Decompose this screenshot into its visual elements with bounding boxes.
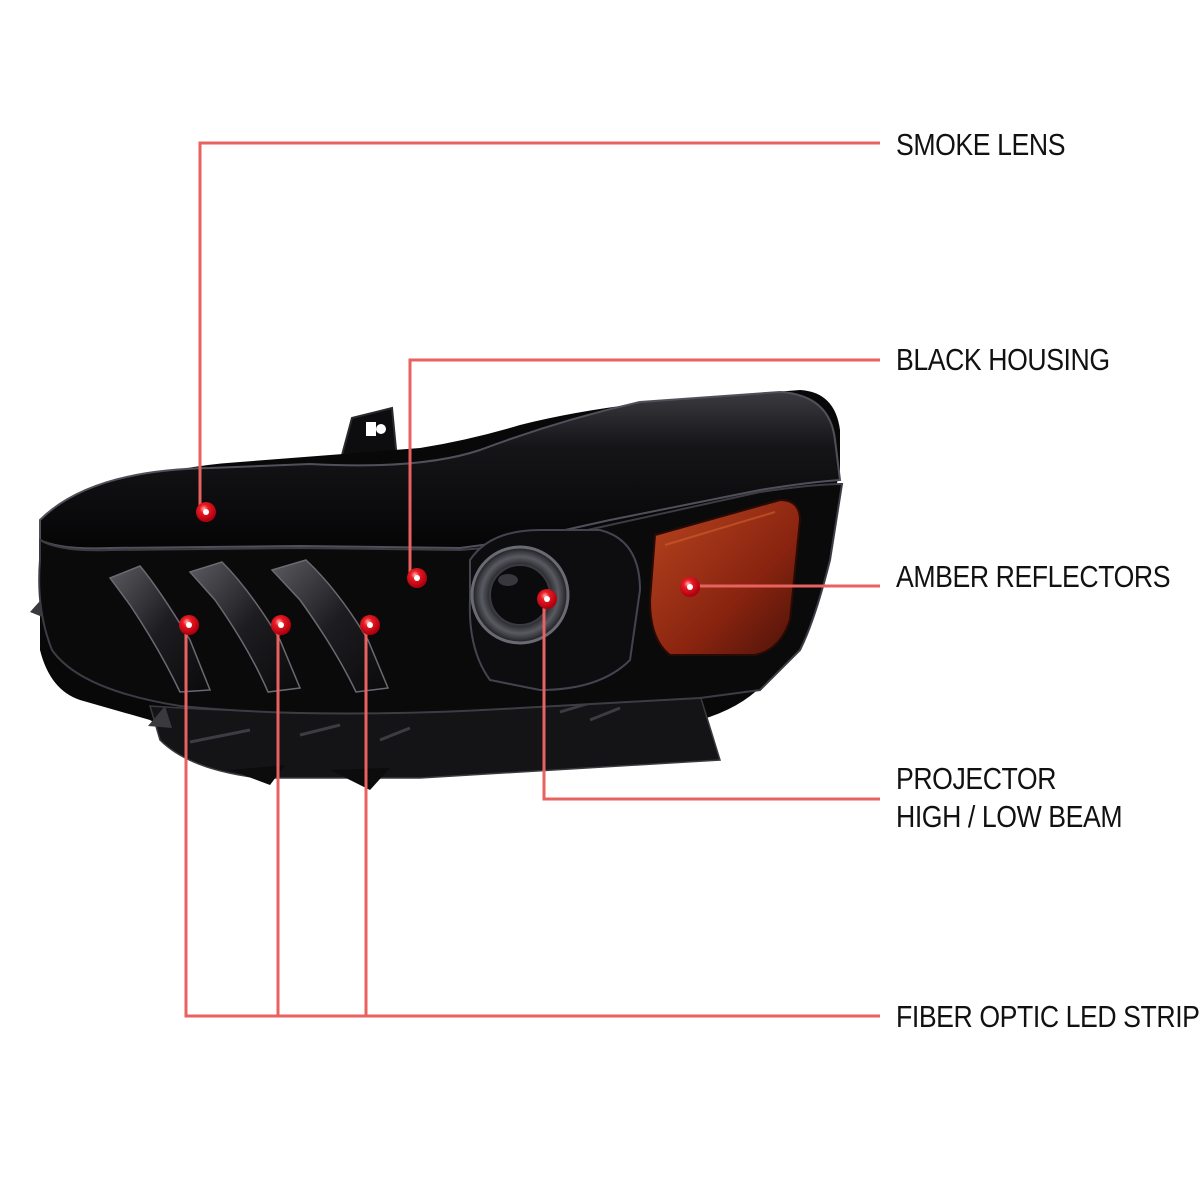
label-projector-line-2: HIGH / LOW BEAM	[896, 799, 1123, 834]
label-fiber-optic-line-1: FIBER OPTIC LED STRIPS	[896, 999, 1200, 1034]
lens-face	[38, 482, 844, 715]
leader-lines	[184, 141, 880, 1018]
label-black-housing: BLACK HOUSING	[896, 341, 1110, 379]
marker-fiber-optic-1	[179, 615, 199, 635]
leader-line-projector	[542, 598, 880, 801]
markers	[179, 502, 700, 635]
led-strip-2	[188, 561, 302, 693]
leader-line-smoke-lens	[198, 141, 880, 510]
marker-projector	[537, 589, 557, 609]
led-strip-3	[270, 559, 390, 693]
label-fiber-optic: FIBER OPTIC LED STRIPS	[896, 998, 1200, 1036]
bracket-hole-round	[376, 424, 386, 434]
bracket-hole	[366, 422, 376, 436]
leader-line-fiber-optic	[184, 625, 880, 1018]
leader-line-black-housing	[408, 358, 880, 577]
label-projector: PROJECTOR HIGH / LOW BEAM	[896, 760, 1123, 836]
label-amber-reflectors: AMBER REFLECTORS	[896, 558, 1171, 596]
label-projector-line-1: PROJECTOR	[896, 761, 1057, 796]
label-smoke-lens: SMOKE LENS	[896, 126, 1065, 164]
marker-fiber-optic-2	[271, 615, 291, 635]
marker-black-housing	[407, 568, 427, 588]
label-smoke-lens-line-1: SMOKE LENS	[896, 127, 1066, 162]
marker-fiber-optic-3	[360, 615, 380, 635]
marker-smoke-lens	[196, 502, 216, 522]
marker-amber-reflectors	[680, 577, 700, 597]
label-amber-reflectors-line-1: AMBER REFLECTORS	[896, 559, 1171, 594]
label-black-housing-line-1: BLACK HOUSING	[896, 342, 1110, 377]
headlight-housing	[30, 390, 844, 790]
